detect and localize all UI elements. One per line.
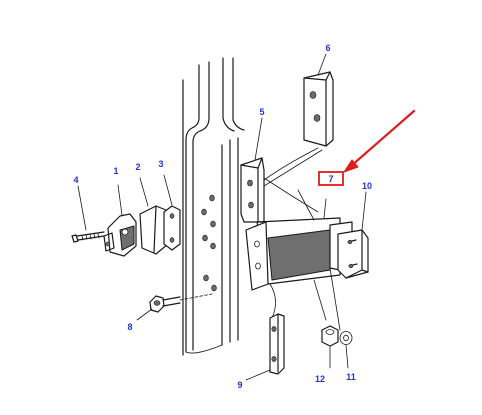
part-12-nut [321,325,339,369]
part-labels: 1 2 3 4 5 6 7 8 9 10 11 12 [73,43,372,390]
part-label-6: 6 [325,43,330,53]
part-11-washer [339,331,353,369]
part-label-1: 1 [113,166,118,176]
part-7-highlight-box [318,171,344,186]
part-6-upper-plate [303,71,334,147]
part-4-screw [71,185,105,243]
leader-lines [245,53,367,381]
part-label-11: 11 [346,372,356,382]
part-label-8: 8 [127,322,132,332]
door-frame [182,57,245,356]
part-8-bolt [136,293,213,321]
part-label-4: 4 [73,175,78,185]
part-10-side-plate [337,229,369,279]
part-3-gasket [163,174,181,251]
part-1-latch-body [103,184,137,257]
part-label-10: 10 [362,181,372,191]
part-label-3: 3 [158,159,163,169]
highlight-arrow [342,109,416,173]
part-label-2: 2 [135,162,140,172]
part-label-9: 9 [237,380,242,390]
part-label-12: 12 [315,374,325,384]
part-label-7: 7 [328,174,333,184]
part-5-bracket-plate [240,147,323,223]
part-9-strap-plate [269,313,285,375]
part-label-5: 5 [259,107,264,117]
